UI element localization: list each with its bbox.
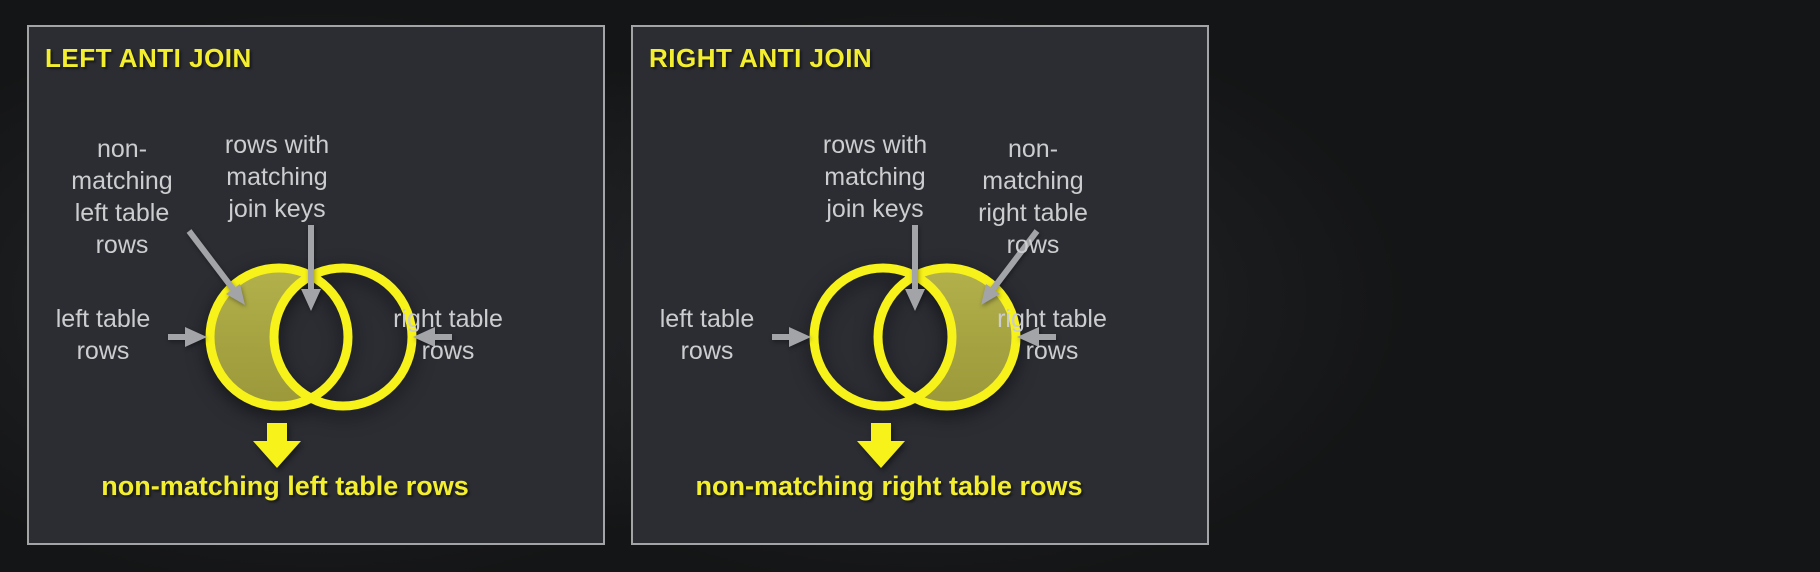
left-table-arrow-icon — [772, 327, 811, 347]
right-anti-join-venn-diagram — [772, 225, 1056, 468]
right-table-arrow-icon — [1017, 327, 1056, 347]
callout-arrows — [168, 225, 452, 347]
right-table-circle — [269, 263, 417, 411]
left-table-circle — [205, 263, 353, 411]
result-arrow-icon — [857, 423, 905, 468]
result-caption: non-matching left table rows — [101, 471, 469, 501]
nonmatching-rows-arrow-icon — [186, 229, 245, 305]
left-anti-join-panel: LEFT ANTI JOIN non- matching left table … — [27, 25, 605, 545]
nonmatching-rows-arrow-icon — [981, 229, 1040, 305]
matching-rows-arrow-icon — [905, 225, 925, 311]
right-table-arrow-icon — [413, 327, 452, 347]
label-nonmatching-right-rows: non- matching right table rows — [978, 135, 1088, 259]
panel-title: LEFT ANTI JOIN — [45, 43, 252, 73]
label-left-table-rows: left table rows — [659, 305, 755, 365]
panel-title: RIGHT ANTI JOIN — [649, 43, 873, 73]
label-right-table-rows: right table rows — [393, 305, 503, 365]
left-table-circle — [809, 263, 957, 411]
label-matching-join-keys: rows with matching join keys — [224, 131, 330, 223]
callout-arrows — [772, 225, 1056, 347]
result-arrow-icon — [253, 423, 301, 468]
label-left-table-rows: left table rows — [55, 305, 151, 365]
matching-rows-arrow-icon — [301, 225, 321, 311]
result-caption: non-matching right table rows — [695, 471, 1083, 501]
label-nonmatching-left-rows: non- matching left table rows — [71, 135, 173, 259]
left-table-arrow-icon — [168, 327, 207, 347]
right-table-circle — [873, 263, 1021, 411]
label-matching-join-keys: rows with matching join keys — [822, 131, 928, 223]
right-anti-join-panel: RIGHT ANTI JOIN rows with matching join … — [631, 25, 1209, 545]
left-anti-join-venn-diagram — [168, 225, 452, 468]
label-right-table-rows: right table rows — [997, 305, 1107, 365]
